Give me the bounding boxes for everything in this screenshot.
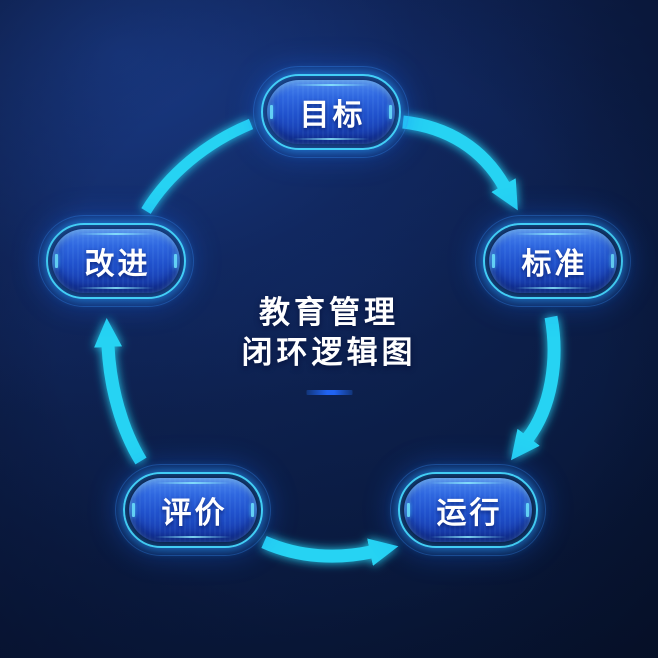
hud-tick-icon [407, 503, 410, 517]
node-standard-label: 标准 [521, 248, 588, 281]
hud-tick-icon [611, 254, 614, 268]
node-goal: 目标 [253, 66, 409, 158]
diagram-title-line1: 教育管理 [259, 295, 399, 330]
edge-goal-to-standard [402, 115, 518, 211]
node-operation-panel: 运行 [404, 478, 532, 542]
hud-tick-icon [132, 503, 135, 517]
title-underline-dash [306, 390, 352, 395]
node-operation-label: 运行 [436, 497, 503, 530]
node-evaluation-label: 评价 [161, 497, 228, 530]
node-standard-panel: 标准 [489, 229, 617, 293]
hud-tick-icon [55, 254, 58, 268]
hud-tick-icon [526, 503, 529, 517]
node-improvement-label: 改进 [84, 248, 151, 281]
edge-improvement-to-goal [141, 118, 254, 214]
node-operation: 运行 [390, 464, 546, 556]
hud-tick-icon [270, 105, 273, 119]
node-goal-panel: 目标 [267, 80, 395, 144]
hud-tick-icon [174, 254, 177, 268]
edge-evaluation-to-operation [261, 536, 399, 566]
edge-evaluation-to-improvement [94, 318, 147, 465]
node-evaluation: 评价 [115, 464, 271, 556]
node-goal-label: 目标 [299, 99, 366, 132]
edge-standard-to-operation [510, 315, 561, 461]
node-evaluation-panel: 评价 [129, 478, 257, 542]
node-standard: 标准 [475, 215, 631, 307]
hud-tick-icon [251, 503, 254, 517]
diagram-title-line2: 闭环逻辑图 [241, 335, 417, 370]
diagram-title: 教育管理 闭环逻辑图 [242, 293, 417, 395]
node-improvement-panel: 改进 [52, 229, 180, 293]
hud-tick-icon [389, 105, 392, 119]
node-improvement: 改进 [38, 215, 194, 307]
hud-tick-icon [492, 254, 495, 268]
